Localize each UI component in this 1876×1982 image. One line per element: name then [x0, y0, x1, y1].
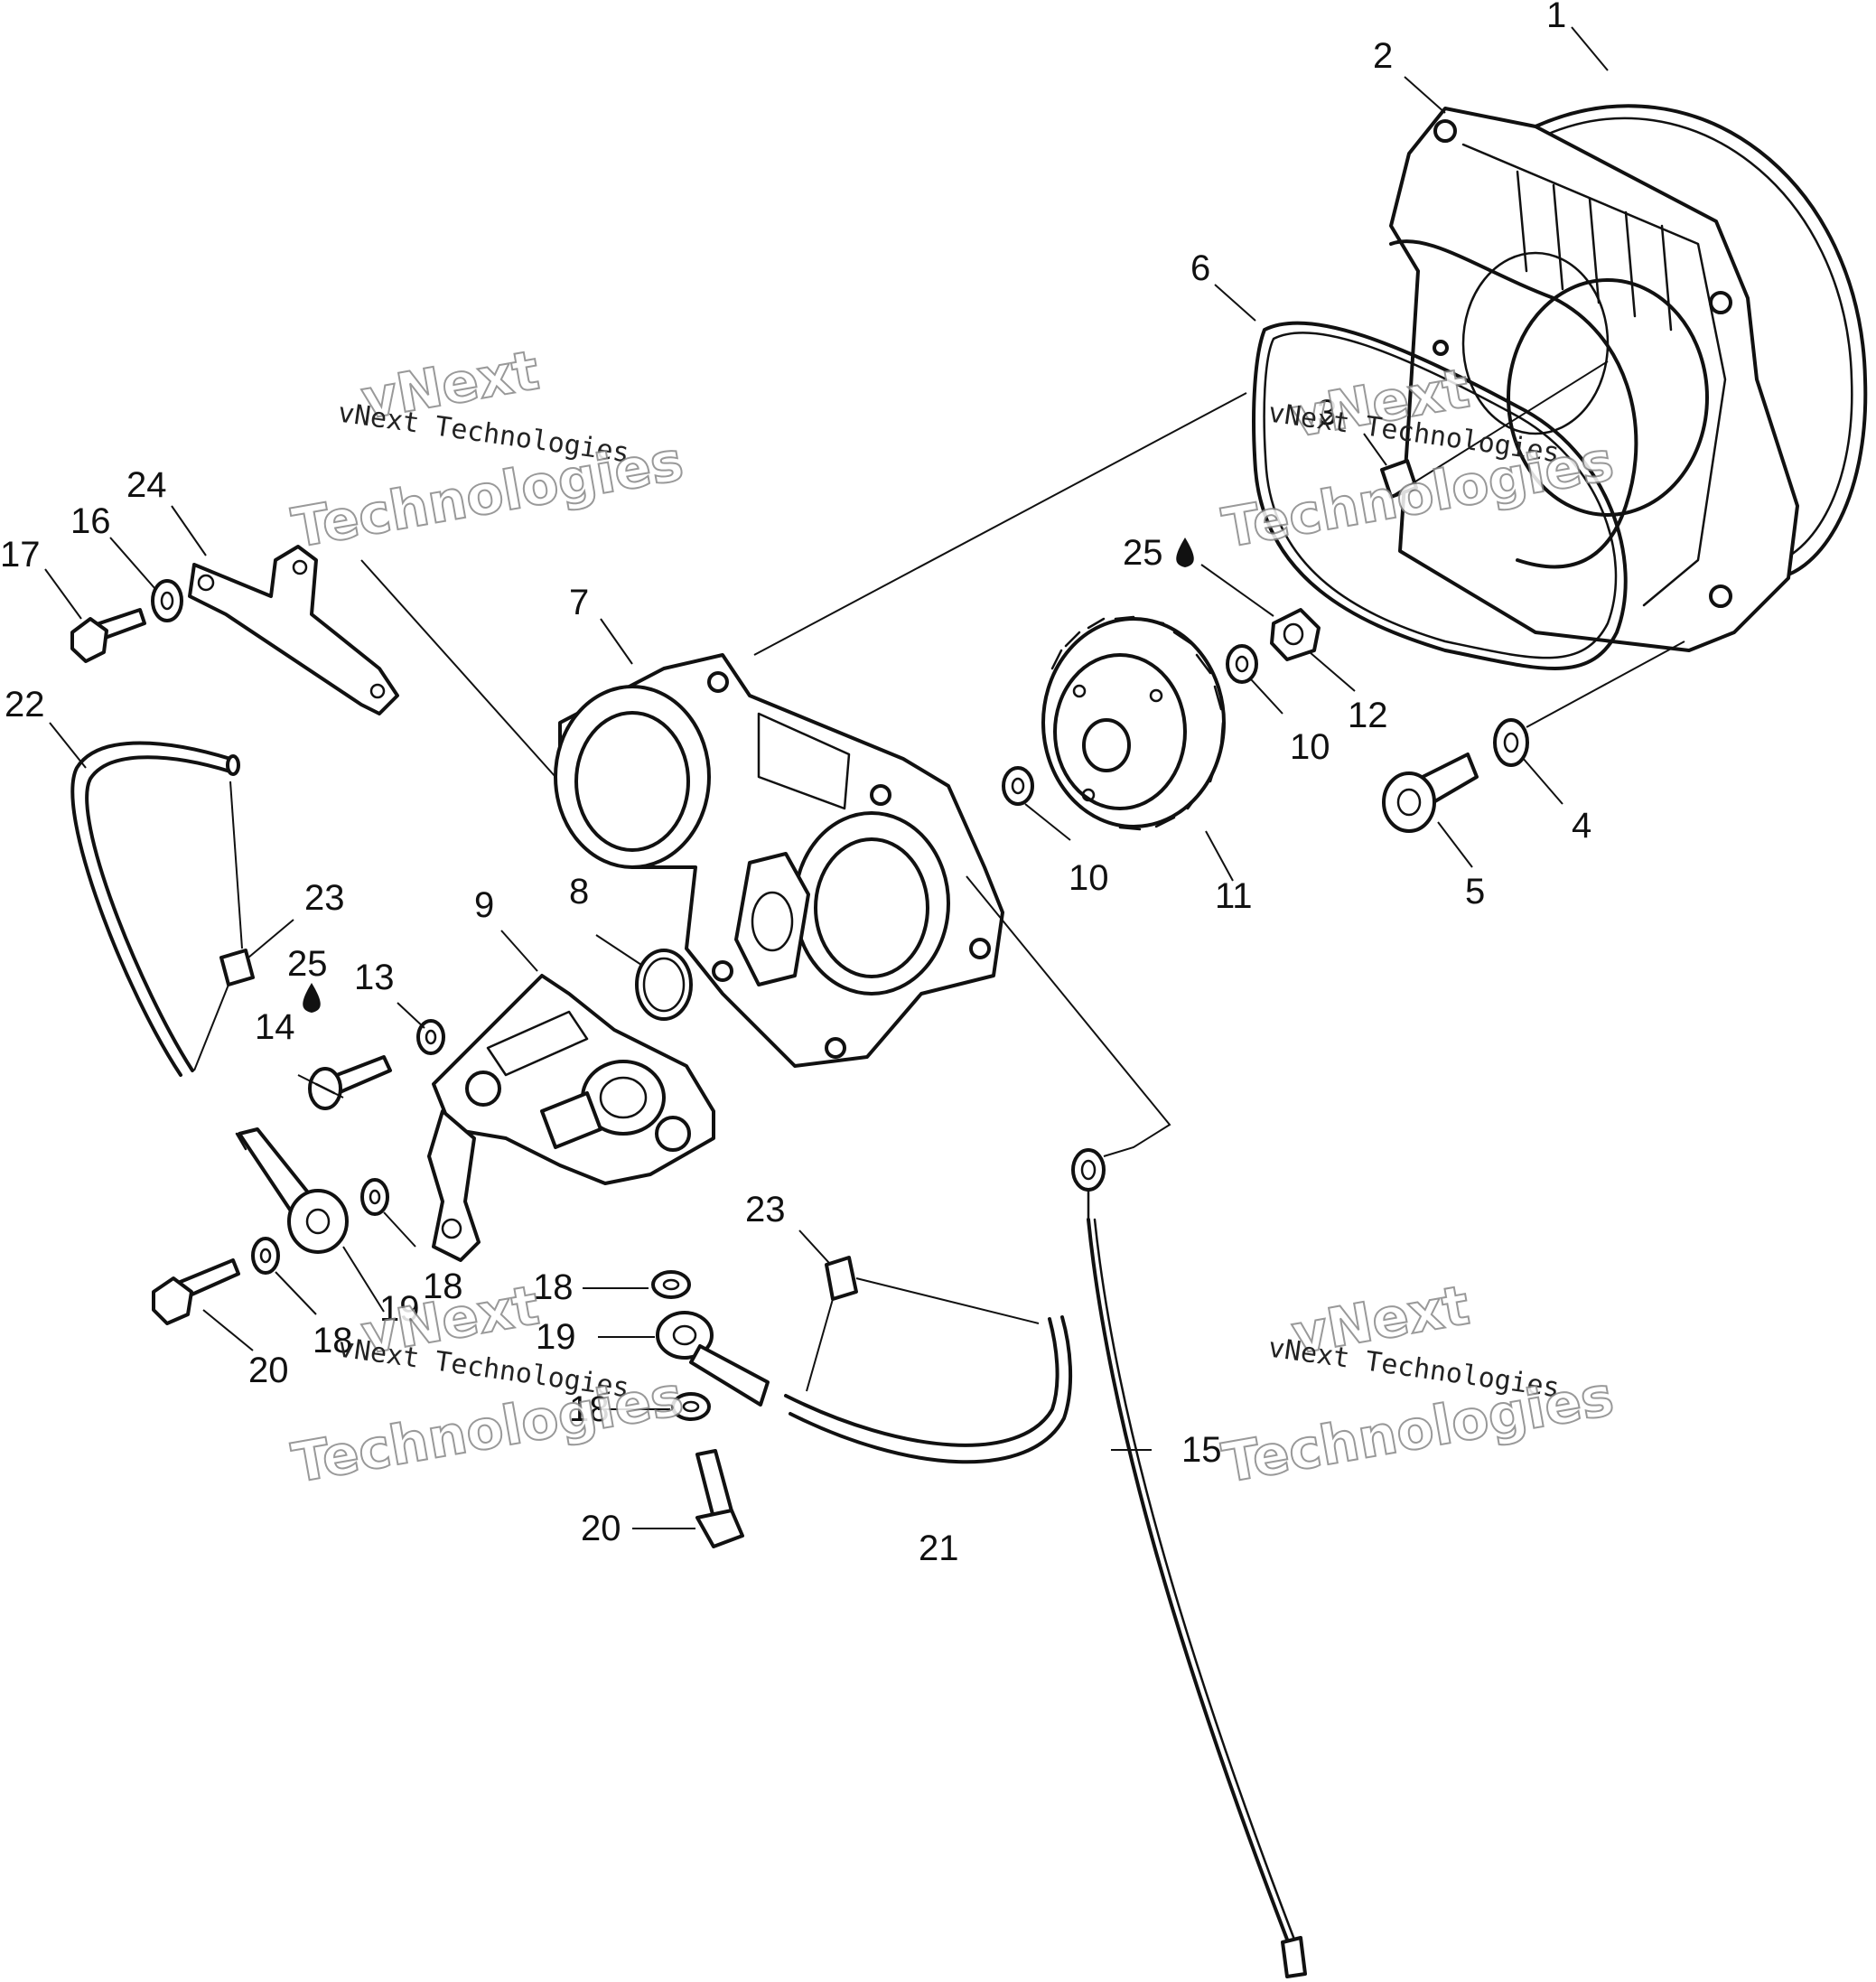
part-13-washer	[416, 1019, 445, 1055]
watermark-bottom-right: vNext vNext Technologies Technologies	[1217, 1273, 1619, 1496]
callout-1: 1	[1546, 0, 1566, 35]
callout-3: 3	[1317, 393, 1337, 433]
callout-25-upper: 25	[1123, 533, 1163, 573]
part-1-housing-cover	[1534, 104, 1868, 580]
part-3-dowel-pin	[1380, 459, 1418, 499]
callout-labels: 1 2 3 4 5 6 7 8 9 10 10 11 12 13 14 15 1…	[0, 0, 1591, 1568]
callout-5: 5	[1465, 872, 1485, 912]
callout-23-left: 23	[304, 878, 345, 918]
callout-16: 16	[70, 501, 111, 541]
part-17-hex-bolt	[70, 608, 146, 663]
callout-7: 7	[569, 583, 589, 622]
callout-9: 9	[474, 885, 494, 925]
callout-12: 12	[1348, 696, 1388, 735]
part-15-ground-wire	[1071, 1148, 1307, 1978]
callout-19-right: 19	[536, 1317, 576, 1357]
part-18-washer-a	[360, 1178, 389, 1216]
part-4-washer	[1493, 718, 1529, 767]
callout-19-left: 19	[379, 1289, 420, 1329]
part-16-lock-washer	[151, 579, 183, 622]
callout-22: 22	[5, 685, 45, 725]
part-8-o-ring	[635, 949, 693, 1021]
callout-20-left: 20	[248, 1351, 289, 1390]
part-5-socket-bolt	[1382, 753, 1479, 833]
part-19-banjo-fitting-a	[235, 1127, 349, 1254]
callout-23-right: 23	[745, 1190, 786, 1229]
part-23-hose-clip-a	[219, 949, 255, 986]
watermark-bottom-left: vNext vNext Technologies Technologies	[286, 1273, 688, 1496]
part-20-banjo-bolt-b	[695, 1449, 744, 1548]
part-10-washer-b	[1002, 766, 1034, 806]
callout-24: 24	[126, 465, 167, 505]
callout-10-upper: 10	[1290, 727, 1330, 767]
callout-21: 21	[919, 1529, 959, 1568]
part-9-oil-pump	[427, 974, 715, 1262]
callout-18-pump: 18	[423, 1267, 463, 1306]
callout-15: 15	[1181, 1430, 1222, 1470]
callout-10-lower: 10	[1069, 858, 1109, 898]
callout-25-lower: 25	[287, 944, 328, 984]
part-20-banjo-bolt-a	[152, 1258, 240, 1325]
lubricant-drop-icon	[303, 983, 321, 1013]
part-23-hose-clip-b	[825, 1256, 858, 1301]
part-6-gasket-ring	[1252, 239, 1638, 670]
part-18-washer-d	[671, 1392, 711, 1421]
callout-leaders	[44, 26, 1609, 1529]
part-18-washer-b	[251, 1237, 280, 1275]
callout-6: 6	[1190, 248, 1210, 288]
part-21-oil-hose	[784, 1315, 1073, 1464]
alignment-lines	[193, 360, 1685, 1392]
part-19-banjo-fitting-b	[656, 1311, 770, 1407]
callout-2: 2	[1373, 36, 1393, 76]
part-24-mounting-bracket	[188, 545, 399, 715]
callout-18-lower: 18	[569, 1389, 610, 1429]
callout-14: 14	[255, 1007, 295, 1047]
callout-4: 4	[1572, 806, 1591, 846]
callout-18-upper: 18	[533, 1267, 574, 1307]
callout-18-left: 18	[313, 1321, 353, 1360]
callout-11: 11	[1215, 876, 1253, 916]
lubricant-drop-icon	[1176, 538, 1194, 567]
callout-17: 17	[0, 535, 41, 575]
callout-20-lower: 20	[581, 1509, 621, 1548]
part-10-washer-a	[1226, 644, 1258, 684]
watermark-top-left: vNext vNext Technologies Technologies	[286, 338, 688, 561]
part-2-cover-plate	[1389, 107, 1799, 652]
part-12-nut	[1270, 608, 1321, 661]
part-22-oil-hose	[70, 741, 240, 1077]
part-7-manifold-flange	[554, 653, 1004, 1068]
part-11-drive-gear	[1041, 615, 1226, 831]
part-18-washer-c	[651, 1270, 691, 1299]
callout-8: 8	[569, 872, 589, 912]
part-14-screw	[308, 1055, 392, 1110]
callout-13: 13	[354, 958, 395, 997]
